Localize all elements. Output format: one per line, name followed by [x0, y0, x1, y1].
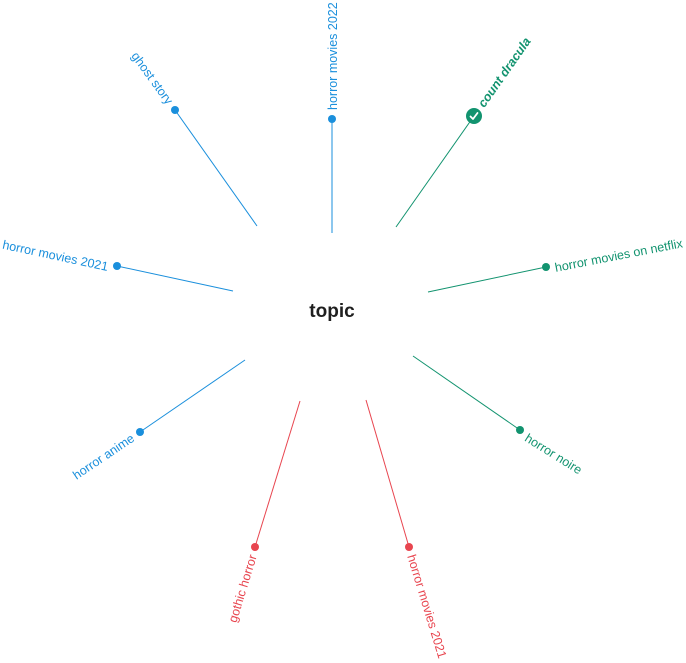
spoke-endpoint-dot[interactable]: [328, 115, 336, 123]
spoke-label[interactable]: horror movies 2021: [404, 553, 449, 660]
spoke-connector-line: [395, 115, 475, 228]
spoke-endpoint-dot[interactable]: [542, 263, 550, 271]
spoke-connector-line: [254, 400, 301, 548]
spoke-connector-line: [412, 355, 521, 431]
spoke-label[interactable]: ghost story: [128, 49, 176, 107]
spoke-connector-line: [116, 265, 234, 292]
spoke-endpoint-dot[interactable]: [516, 426, 524, 434]
check-circle-icon[interactable]: [466, 108, 482, 124]
spoke-2[interactable]: horror movies on netflix: [427, 236, 685, 293]
spoke-label[interactable]: horror movies 2022: [326, 2, 340, 110]
spoke-connector-line: [365, 399, 410, 548]
spoke-endpoint-dot[interactable]: [405, 543, 413, 551]
spoke-label[interactable]: gothic horror: [226, 553, 260, 624]
spoke-label[interactable]: horror noire: [522, 431, 584, 477]
spoke-label[interactable]: count dracula: [475, 35, 534, 110]
center-topic-label: topic: [309, 301, 355, 322]
spoke-label[interactable]: horror anime: [70, 431, 137, 482]
spoke-7[interactable]: horror movies 2021: [1, 238, 234, 292]
checkmark-icon: [469, 112, 479, 120]
spoke-connector-line: [427, 266, 547, 293]
spoke-endpoint-dot[interactable]: [136, 428, 144, 436]
spoke-label[interactable]: horror movies 2021: [1, 238, 109, 274]
spoke-3[interactable]: horror noire: [412, 355, 585, 477]
spoke-endpoint-dot[interactable]: [251, 543, 259, 551]
spoke-8[interactable]: ghost story: [128, 49, 258, 227]
spoke-4[interactable]: horror movies 2021: [365, 399, 449, 660]
spoke-label[interactable]: horror movies on netflix: [554, 236, 685, 275]
spoke-0[interactable]: horror movies 2022: [326, 2, 340, 233]
spoke-connector-line: [174, 109, 258, 227]
spoke-5[interactable]: gothic horror: [226, 400, 301, 624]
spoke-6[interactable]: horror anime: [70, 359, 246, 482]
spoke-1[interactable]: count dracula: [395, 35, 534, 228]
spoke-connector-line: [139, 359, 246, 433]
spoke-endpoint-dot[interactable]: [171, 106, 179, 114]
spoke-endpoint-dot[interactable]: [113, 262, 121, 270]
